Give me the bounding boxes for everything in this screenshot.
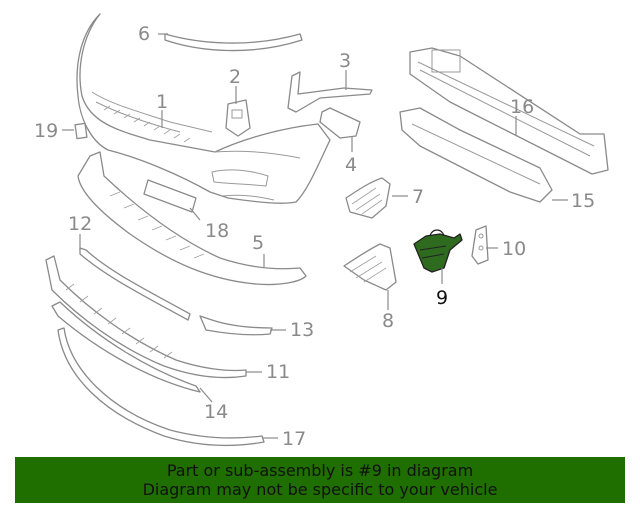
part-19-clip	[74, 122, 88, 140]
callout-7: 7	[412, 186, 424, 208]
callout-5: 5	[252, 232, 264, 254]
callout-16: 16	[510, 96, 534, 118]
part-6-upper-trim	[164, 33, 303, 52]
part-13-trim	[199, 315, 273, 336]
callout-4: 4	[345, 154, 357, 176]
callout-1: 1	[156, 91, 168, 113]
part-5-lower-bumper	[77, 151, 307, 286]
banner-line-1: Part or sub-assembly is #9 in diagram	[166, 461, 474, 480]
callout-17: 17	[282, 428, 306, 450]
part-11-lower-grille	[45, 255, 247, 379]
callout-15: 15	[571, 190, 595, 212]
leader-lines	[62, 33, 568, 439]
callout-9: 9	[436, 287, 448, 309]
part-1-bumper-cover	[76, 13, 331, 204]
part-3-bracket	[287, 71, 373, 113]
part-16-reinforcement	[409, 47, 609, 175]
callout-11: 11	[266, 361, 290, 383]
part-18-plate-bracket	[143, 179, 197, 213]
part-15-absorber	[399, 107, 553, 203]
callouts: 6 2 3 1 16 19 4 7 15 12 18 5 10 9 8 13 1…	[34, 23, 595, 450]
part-9-highlighted	[413, 229, 463, 273]
callout-2: 2	[229, 66, 241, 88]
callout-19: 19	[34, 120, 58, 142]
callout-3: 3	[339, 50, 351, 72]
part-12-molding	[79, 247, 191, 321]
callout-6: 6	[138, 23, 150, 45]
info-banner: Part or sub-assembly is #9 in diagram Di…	[15, 457, 625, 503]
parts-diagram: 6 2 3 1 16 19 4 7 15 12 18 5 10 9 8 13 1…	[34, 13, 609, 450]
callout-12: 12	[68, 213, 92, 235]
part-4-clip	[319, 107, 361, 139]
part-2-bracket	[225, 99, 251, 137]
part-7-fog-bezel	[345, 177, 391, 219]
callout-14: 14	[204, 401, 228, 423]
banner-line-2: Diagram may not be specific to your vehi…	[142, 480, 498, 499]
callout-8: 8	[382, 310, 394, 332]
part-17-lower-valance	[57, 327, 265, 447]
part-10-bracket	[471, 225, 489, 265]
callout-10: 10	[502, 238, 526, 260]
part-14-skid-plate	[51, 301, 201, 393]
part-8-fog-bezel	[343, 243, 397, 291]
callout-13: 13	[290, 319, 314, 341]
callout-18: 18	[205, 220, 229, 242]
